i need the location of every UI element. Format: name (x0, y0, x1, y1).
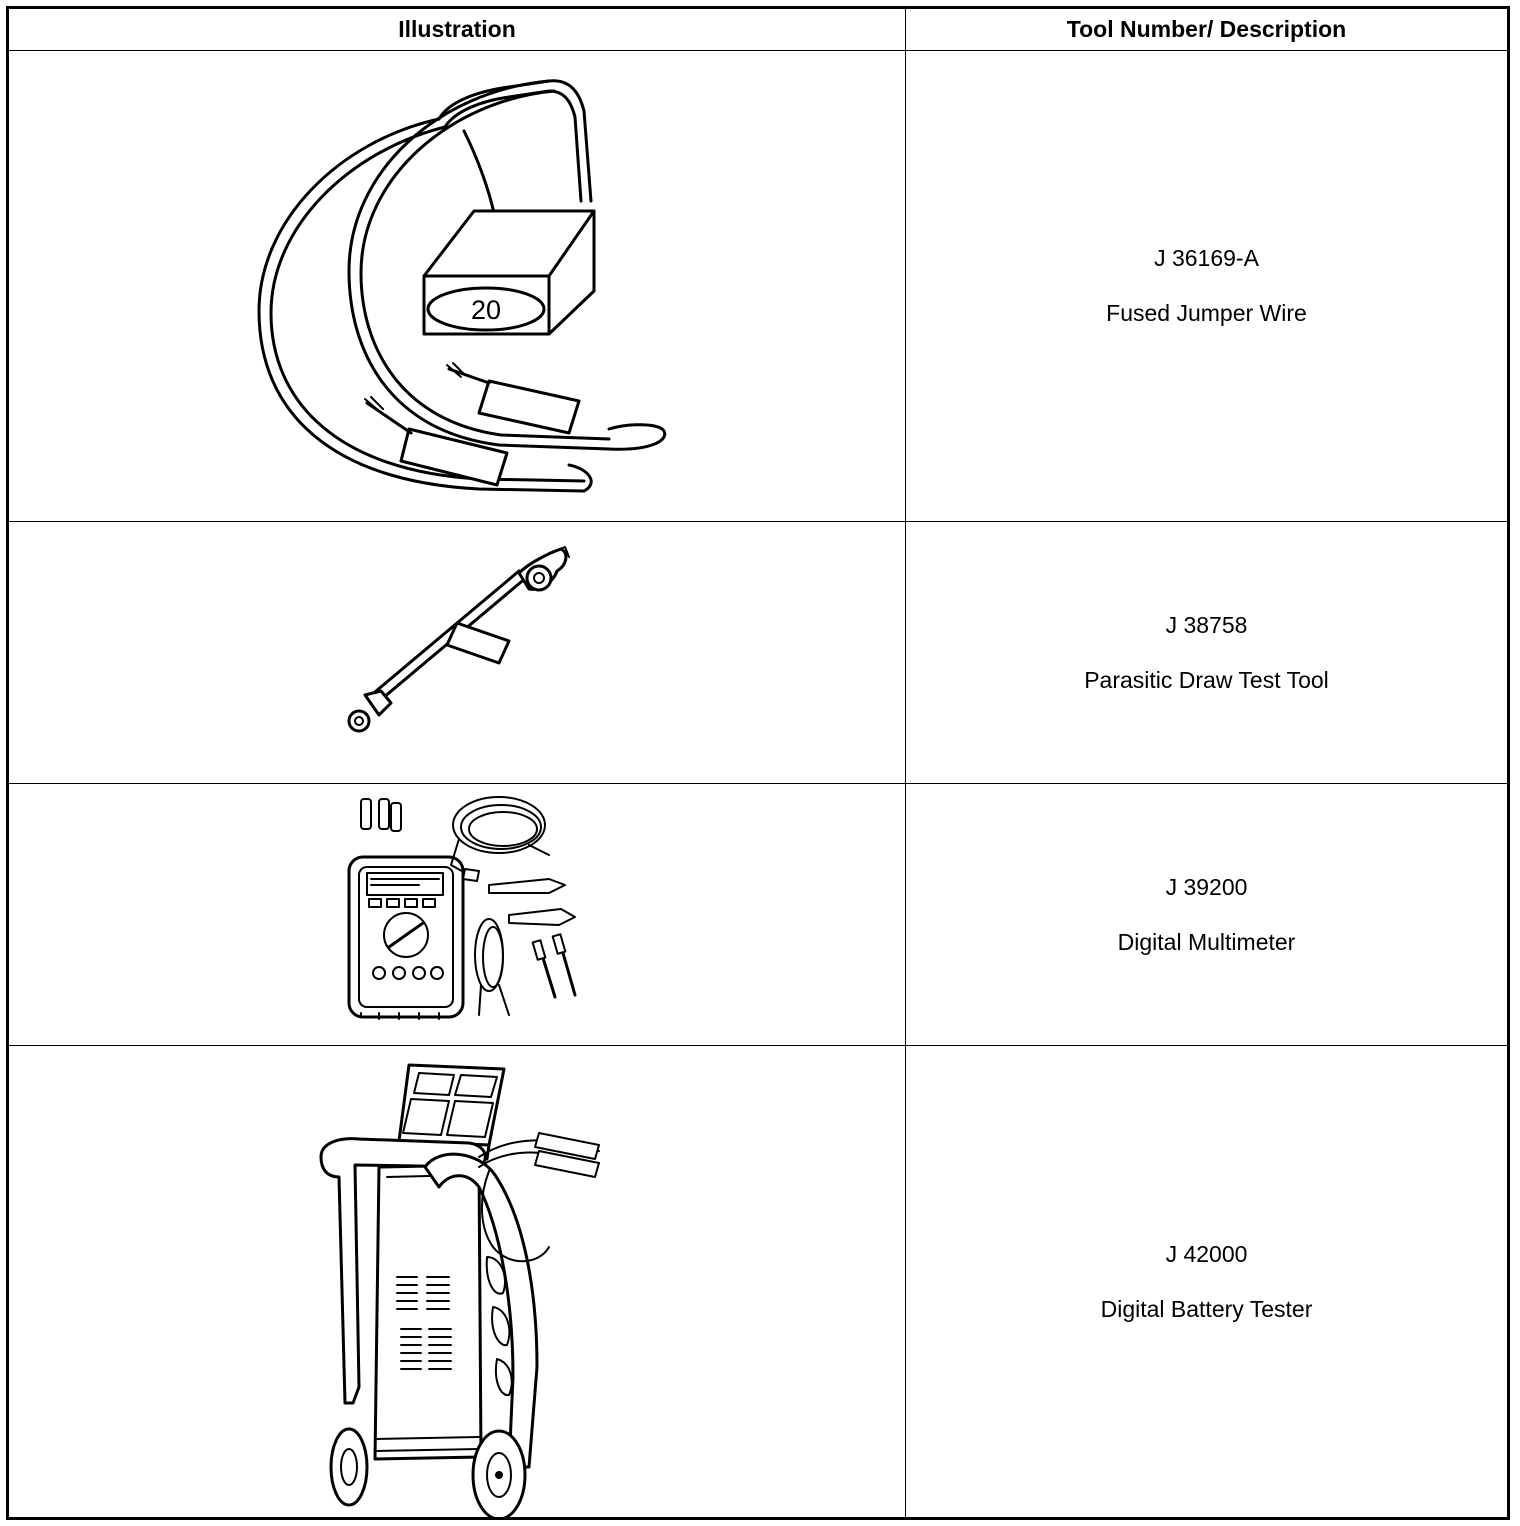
parasitic-draw-test-tool-illustration (347, 545, 570, 732)
table-row: J 38758 Parasitic Draw Test Tool (7, 521, 1509, 784)
tool-description: Digital Battery Tester (1100, 1295, 1313, 1322)
tool-number: J 39200 (1165, 873, 1248, 900)
digital-multimeter-illustration (347, 795, 577, 1020)
table-row: 20 J 36169-A Fused Jumper Wire (7, 50, 1509, 522)
tool-description-cell: J 36169-A Fused Jumper Wire (905, 50, 1509, 522)
tool-number: J 36169-A (1154, 245, 1259, 271)
fused-jumper-wire-illustration: 20 (257, 79, 667, 493)
tool-description: Parasitic Draw Test Tool (1084, 666, 1329, 693)
header-tool-description: Tool Number/ Description (905, 7, 1509, 51)
tool-description-cell: J 42000 Digital Battery Tester (905, 1045, 1509, 1519)
fuse-rating-label: 20 (471, 295, 501, 325)
tool-number: J 42000 (1165, 1240, 1248, 1267)
tool-description-cell: J 39200 Digital Multimeter (905, 783, 1509, 1046)
illustration-cell (7, 783, 906, 1046)
header-row: Illustration Tool Number/ Description (7, 7, 1509, 51)
special-tools-table: Illustration Tool Number/ Description (6, 6, 1510, 1520)
table-row: J 42000 Digital Battery Tester (7, 1045, 1509, 1519)
illustration-cell (7, 521, 906, 784)
illustration-cell: 20 (7, 50, 906, 522)
tool-number: J 38758 (1165, 611, 1248, 638)
tool-description: Digital Multimeter (1117, 928, 1296, 955)
digital-battery-tester-illustration (319, 1063, 600, 1517)
table-row: J 39200 Digital Multimeter (7, 783, 1509, 1046)
illustration-cell (7, 1045, 906, 1519)
tool-description-cell: J 38758 Parasitic Draw Test Tool (905, 521, 1509, 784)
tool-description: Fused Jumper Wire (1106, 300, 1307, 326)
header-illustration: Illustration (7, 7, 906, 51)
